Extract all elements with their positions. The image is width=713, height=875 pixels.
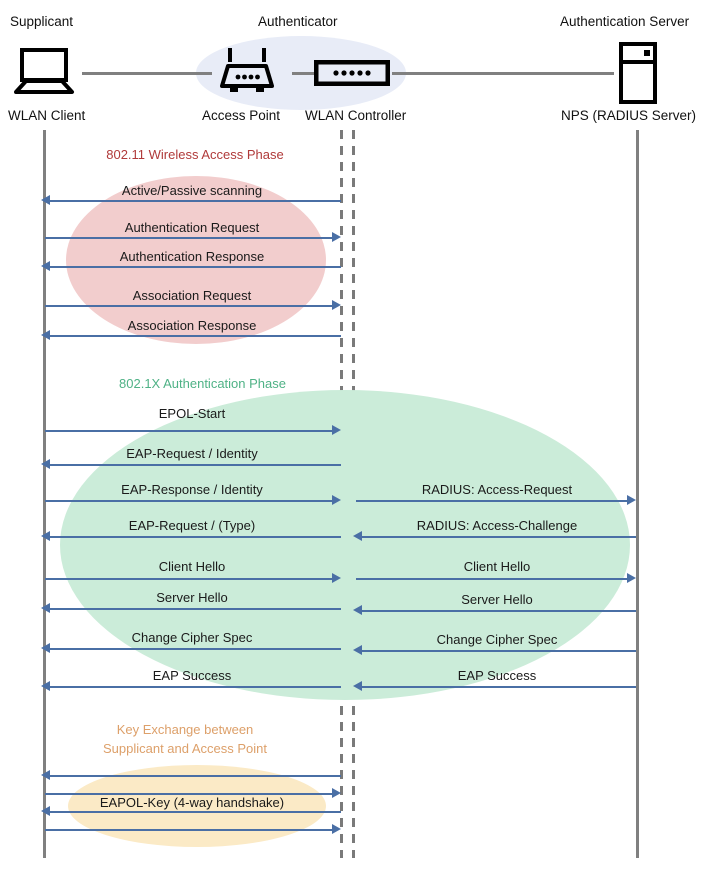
- message-line-eap-request-type: [46, 536, 341, 538]
- actor-device-wlan-client: WLAN Client: [8, 108, 86, 123]
- message-line-radius-access-challenge: [358, 536, 636, 538]
- message-line-eap-success-right: [358, 686, 636, 688]
- actor-role-authenticator: Authenticator: [258, 14, 338, 29]
- phase-label-wireless-access: 802.11 Wireless Access Phase: [106, 147, 284, 162]
- message-line-authentication-request: [45, 237, 333, 239]
- message-line-server-hello-right: [358, 610, 636, 612]
- arrow-head-eap-success-right: [353, 681, 362, 691]
- message-label-change-cipher-spec-left: Change Cipher Spec: [131, 630, 253, 645]
- message-line-association-response: [46, 335, 341, 337]
- message-label-change-cipher-spec-right: Change Cipher Spec: [436, 632, 558, 647]
- arrow-head-server-hello-left: [41, 603, 50, 613]
- arrow-head-authentication-response: [41, 261, 50, 271]
- message-line-server-hello-left: [46, 608, 341, 610]
- message-label-association-response: Association Response: [127, 318, 257, 333]
- arrow-head-change-cipher-spec-right: [353, 645, 362, 655]
- arrow-head-eapol-key-1: [41, 770, 50, 780]
- access-point-icon: [216, 46, 278, 101]
- message-line-radius-access-request: [356, 500, 628, 502]
- phase-label-key-exchange: Key Exchange between Supplicant and Acce…: [102, 722, 268, 756]
- message-line-active-passive-scanning: [46, 200, 341, 202]
- message-label-eap-request-identity: EAP-Request / Identity: [126, 446, 258, 461]
- arrow-head-server-hello-right: [353, 605, 362, 615]
- actor-role-authentication-server: Authentication Server: [560, 14, 690, 29]
- message-label-eap-response-identity: EAP-Response / Identity: [121, 482, 263, 497]
- message-label-authentication-response: Authentication Response: [119, 249, 265, 264]
- arrow-head-eap-success-left: [41, 681, 50, 691]
- arrow-head-eap-response-identity: [332, 495, 341, 505]
- message-line-eapol-key-3: [46, 811, 341, 813]
- message-label-eap-success-right: EAP Success: [457, 668, 537, 683]
- message-label-eap-success-left: EAP Success: [152, 668, 232, 683]
- link-client-to-ap: [82, 72, 212, 75]
- arrow-head-eapol-key-2: [332, 788, 341, 798]
- arrow-head-radius-access-challenge: [353, 531, 362, 541]
- message-label-eapol-key-handshake: EAPOL-Key (4-way handshake): [99, 795, 285, 810]
- message-label-client-hello-right: Client Hello: [463, 559, 531, 574]
- lifeline-authentication-server: [636, 130, 639, 858]
- link-ap-to-wlc: [292, 72, 314, 75]
- message-label-server-hello-right: Server Hello: [461, 592, 533, 607]
- arrow-head-client-hello-left: [332, 573, 341, 583]
- arrow-head-radius-access-request: [627, 495, 636, 505]
- message-line-association-request: [45, 305, 333, 307]
- message-line-client-hello-right: [356, 578, 628, 580]
- message-line-client-hello-left: [45, 578, 333, 580]
- message-line-eapol-key-1: [46, 775, 341, 777]
- arrow-head-authentication-request: [332, 232, 341, 242]
- message-line-change-cipher-spec-left: [46, 648, 341, 650]
- message-label-server-hello-left: Server Hello: [156, 590, 228, 605]
- arrow-head-eap-request-identity: [41, 459, 50, 469]
- link-wlc-to-server: [392, 72, 614, 75]
- arrow-head-eapol-key-3: [41, 806, 50, 816]
- message-label-eap-request-type: EAP-Request / (Type): [128, 518, 256, 533]
- message-line-eapol-start: [45, 430, 333, 432]
- actor-device-access-point: Access Point: [202, 108, 281, 123]
- phase-label-dot1x-authentication: 802.1X Authentication Phase: [119, 376, 286, 391]
- actor-device-wlan-controller: WLAN Controller: [305, 108, 407, 123]
- message-label-radius-access-challenge: RADIUS: Access-Challenge: [416, 518, 578, 533]
- server-icon: [618, 42, 658, 109]
- message-line-change-cipher-spec-right: [358, 650, 636, 652]
- phase-ellipse-wireless-access: [66, 176, 326, 344]
- message-label-association-request: Association Request: [132, 288, 252, 303]
- message-label-eapol-start: EPOL-Start: [158, 406, 226, 421]
- message-line-eap-request-identity: [46, 464, 341, 466]
- laptop-icon: [12, 48, 76, 99]
- message-line-eap-success-left: [46, 686, 341, 688]
- phase-ellipse-key-exchange: [68, 765, 326, 847]
- message-line-eap-response-identity: [45, 500, 333, 502]
- message-line-eapol-key-2: [45, 793, 333, 795]
- arrow-head-eapol-key-4: [332, 824, 341, 834]
- message-line-authentication-response: [46, 266, 341, 268]
- message-line-eapol-key-4: [45, 829, 333, 831]
- actor-role-supplicant: Supplicant: [10, 14, 74, 29]
- message-label-client-hello-left: Client Hello: [158, 559, 226, 574]
- arrow-head-change-cipher-spec-left: [41, 643, 50, 653]
- actor-device-nps-radius-server: NPS (RADIUS Server): [561, 108, 697, 123]
- message-label-active-passive-scanning: Active/Passive scanning: [121, 183, 263, 198]
- arrow-head-eapol-start: [332, 425, 341, 435]
- arrow-head-active-passive-scanning: [41, 195, 50, 205]
- lifeline-supplicant: [43, 130, 46, 858]
- arrow-head-association-request: [332, 300, 341, 310]
- arrow-head-association-response: [41, 330, 50, 340]
- arrow-head-eap-request-type: [41, 531, 50, 541]
- arrow-head-client-hello-right: [627, 573, 636, 583]
- phase-ellipse-dot1x-authentication: [60, 390, 630, 700]
- wlan-controller-icon: [313, 59, 391, 91]
- message-label-radius-access-request: RADIUS: Access-Request: [421, 482, 573, 497]
- message-label-authentication-request: Authentication Request: [124, 220, 260, 235]
